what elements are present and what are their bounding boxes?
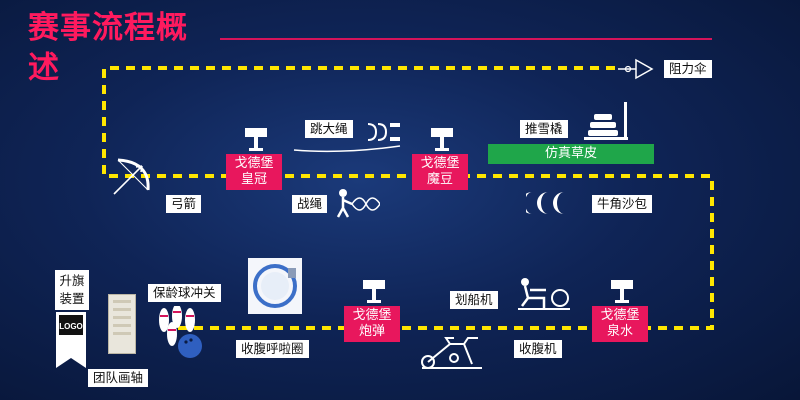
station-crown-line2: 皇冠 <box>240 172 267 187</box>
station-spring-line2: 泉水 <box>606 324 633 339</box>
station-magic-bean-line2: 魔豆 <box>426 172 453 187</box>
bow-arrow-icon <box>113 158 150 195</box>
label-horn-sandbag: 牛角沙包 <box>592 195 653 213</box>
label-parachute: 阻力伞 <box>664 60 712 78</box>
battle-rope-icon <box>336 189 380 218</box>
scroll-icon <box>108 294 136 354</box>
label-sled: 推雪橇 <box>520 120 568 138</box>
rowing-machine-icon <box>518 278 570 310</box>
page-title: 赛事流程概述 <box>28 10 188 86</box>
label-bow: 弓箭 <box>166 195 202 213</box>
hoop-icon <box>248 258 302 314</box>
station-cannonball-line1: 戈德堡 <box>352 308 392 323</box>
label-scroll: 团队画轴 <box>88 369 149 387</box>
station-spring: 戈德堡 泉水 <box>592 306 648 342</box>
station-cannonball: 戈德堡 炮弹 <box>344 306 400 342</box>
turf-bar: 仿真草皮 <box>488 144 654 164</box>
flag-device-icon: LOGO <box>56 312 86 368</box>
jump-rope-icon <box>293 123 401 153</box>
label-jump-rope: 跳大绳 <box>305 120 353 138</box>
label-ab-machine: 收腹机 <box>514 340 562 358</box>
station-magic-bean: 戈德堡 魔豆 <box>412 154 468 190</box>
station-magic-bean-line1: 戈德堡 <box>420 156 460 171</box>
label-rowing: 划船机 <box>450 291 498 309</box>
cannonball-station-icon <box>363 280 385 303</box>
bowling-icon <box>159 306 202 358</box>
parachute-icon <box>618 58 654 80</box>
crown-station-icon <box>245 128 267 151</box>
title-underline <box>220 38 712 40</box>
label-hoop: 收腹呼啦圈 <box>236 340 309 358</box>
horn-sandbag-icon <box>526 192 564 214</box>
station-cannonball-line2: 炮弹 <box>358 324 385 339</box>
station-spring-line1: 戈德堡 <box>600 308 640 323</box>
label-flag-device: 升旗装置 <box>55 270 89 310</box>
magic-bean-station-icon <box>431 128 453 151</box>
station-crown-line1: 戈德堡 <box>234 156 274 171</box>
exercise-bike-icon <box>421 337 482 369</box>
label-bowling: 保龄球冲关 <box>148 284 221 302</box>
logo-text: LOGO <box>59 322 83 331</box>
sled-icon <box>584 102 628 140</box>
station-crown: 戈德堡 皇冠 <box>226 154 282 190</box>
spring-station-icon <box>611 280 633 303</box>
label-battle-rope: 战绳 <box>292 195 328 213</box>
